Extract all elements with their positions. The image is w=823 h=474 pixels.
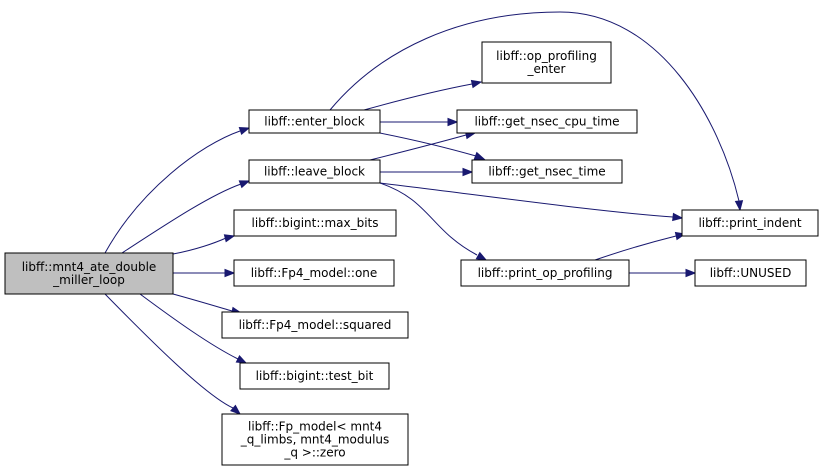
node-unused[interactable]: libff::UNUSED bbox=[694, 259, 807, 287]
arrowhead-icon bbox=[230, 404, 242, 415]
edge-root-to-leave bbox=[121, 180, 251, 254]
edge-printop-to-indent bbox=[594, 231, 687, 261]
edge-line bbox=[172, 293, 233, 312]
node-label: libff::bigint::test_bit bbox=[256, 369, 374, 383]
node-label: libff::get_nsec_time bbox=[488, 165, 605, 179]
edge-root-to-zero bbox=[104, 293, 242, 415]
node-squared[interactable]: libff::Fp4_model::squared bbox=[221, 311, 409, 339]
arrowhead-icon bbox=[223, 234, 236, 243]
edge-root-to-testbit bbox=[139, 293, 248, 364]
node-enter[interactable]: libff::enter_block bbox=[248, 109, 381, 134]
node-box[interactable] bbox=[233, 209, 397, 237]
arrowhead-icon bbox=[238, 180, 251, 189]
arrowhead-icon bbox=[224, 268, 236, 278]
node-leave[interactable]: libff::leave_block bbox=[248, 159, 381, 184]
node-box[interactable] bbox=[239, 362, 390, 390]
arrowhead-icon bbox=[685, 268, 697, 278]
node-label: _q_limbs, mnt4_modulus bbox=[240, 433, 390, 447]
node-label: libff::leave_block bbox=[264, 165, 365, 179]
edge-root-to-enter bbox=[104, 126, 251, 254]
node-box[interactable] bbox=[248, 159, 381, 184]
node-indent[interactable]: libff::print_indent bbox=[681, 209, 819, 237]
edge-root-to-maxbits bbox=[172, 234, 236, 255]
edge-line bbox=[369, 134, 467, 161]
node-box[interactable] bbox=[4, 252, 174, 295]
node-box[interactable] bbox=[233, 259, 395, 287]
node-box[interactable] bbox=[681, 209, 819, 237]
arrowhead-icon bbox=[462, 167, 474, 177]
edge-enter-to-nsectime bbox=[379, 132, 486, 160]
node-label: _q >::zero bbox=[283, 446, 345, 460]
node-label: libff::Fp_model< mnt4 bbox=[248, 420, 382, 434]
edge-line bbox=[363, 83, 473, 111]
node-box[interactable] bbox=[221, 311, 409, 339]
node-maxbits[interactable]: libff::bigint::max_bits bbox=[233, 209, 397, 237]
arrowhead-icon bbox=[473, 151, 486, 160]
node-label: _enter bbox=[526, 62, 565, 76]
arrowhead-icon bbox=[447, 117, 459, 127]
node-label: libff::bigint::max_bits bbox=[252, 216, 379, 230]
edge-root-to-one bbox=[173, 268, 236, 278]
node-box[interactable] bbox=[248, 109, 381, 134]
edge-line bbox=[104, 293, 234, 409]
node-label: libff::get_nsec_cpu_time bbox=[474, 115, 619, 129]
edge-root-to-squared bbox=[172, 293, 243, 316]
arrowhead-icon bbox=[672, 212, 684, 222]
edge-line bbox=[594, 235, 677, 261]
node-box[interactable] bbox=[694, 259, 807, 287]
arrowhead-icon bbox=[235, 354, 248, 364]
edge-enter-to-cputime bbox=[380, 117, 459, 127]
node-zero[interactable]: libff::Fp_model< mnt4_q_limbs, mnt4_modu… bbox=[221, 413, 409, 466]
edge-leave-to-nsectime bbox=[380, 167, 474, 177]
edge-leave-to-cputime bbox=[369, 130, 477, 161]
arrowhead-icon bbox=[734, 200, 744, 212]
node-cputime[interactable]: libff::get_nsec_cpu_time bbox=[456, 109, 638, 134]
edges-layer bbox=[104, 11, 744, 415]
arrowhead-icon bbox=[475, 251, 488, 261]
node-printop[interactable]: libff::print_op_profiling bbox=[460, 259, 630, 287]
arrowhead-icon bbox=[470, 79, 483, 89]
node-box[interactable] bbox=[221, 413, 409, 466]
node-nsectime[interactable]: libff::get_nsec_time bbox=[471, 159, 623, 184]
node-label: libff::mnt4_ate_double bbox=[22, 260, 157, 274]
node-label: libff::UNUSED bbox=[710, 266, 792, 280]
node-openter[interactable]: libff::op_profiling_enter bbox=[481, 41, 612, 84]
node-testbit[interactable]: libff::bigint::test_bit bbox=[239, 362, 390, 390]
node-label: libff::Fp4_model::one bbox=[251, 266, 378, 280]
edge-line bbox=[329, 11, 740, 202]
node-box[interactable] bbox=[460, 259, 630, 287]
node-box[interactable] bbox=[471, 159, 623, 184]
node-label: _miller_loop bbox=[52, 273, 125, 287]
edge-leave-to-printop bbox=[379, 182, 488, 261]
edge-printop-to-unused bbox=[629, 268, 697, 278]
node-label: libff::print_op_profiling bbox=[478, 266, 613, 280]
nodes-layer: libff::mnt4_ate_double_miller_looplibff:… bbox=[4, 41, 819, 466]
edge-line bbox=[172, 237, 227, 255]
edge-line bbox=[139, 293, 239, 360]
edge-line bbox=[379, 182, 674, 218]
edge-line bbox=[379, 182, 478, 256]
edge-enter-to-openter bbox=[363, 79, 483, 111]
node-box[interactable] bbox=[481, 41, 612, 84]
edge-line bbox=[104, 130, 241, 254]
node-label: libff::enter_block bbox=[264, 115, 365, 129]
node-root[interactable]: libff::mnt4_ate_double_miller_loop bbox=[4, 252, 174, 295]
node-label: libff::Fp4_model::squared bbox=[239, 318, 392, 332]
edge-line bbox=[121, 183, 242, 254]
edge-line bbox=[379, 132, 477, 157]
arrowhead-icon bbox=[238, 126, 251, 136]
node-label: libff::op_profiling bbox=[496, 49, 597, 63]
node-one[interactable]: libff::Fp4_model::one bbox=[233, 259, 395, 287]
node-box[interactable] bbox=[456, 109, 638, 134]
node-label: libff::print_indent bbox=[698, 216, 801, 230]
edge-enter-to-indent bbox=[329, 11, 744, 212]
edge-leave-to-indent bbox=[379, 182, 684, 222]
